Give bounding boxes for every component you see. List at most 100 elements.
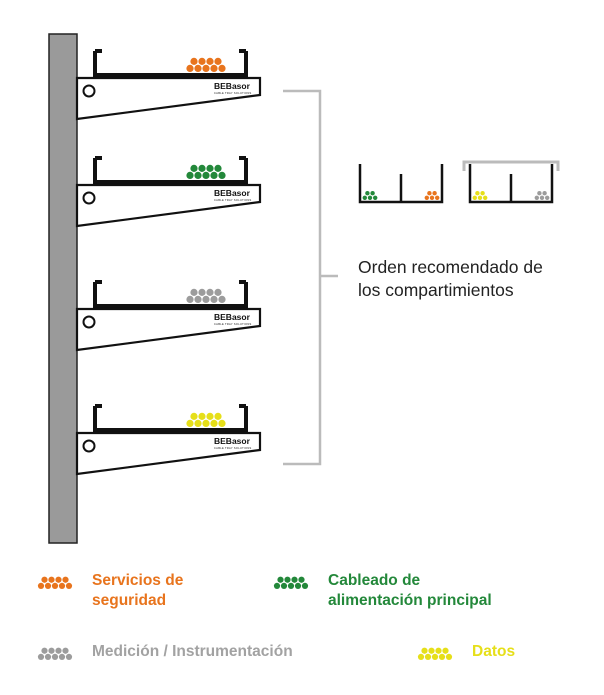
cable-bundle-measurement xyxy=(186,288,226,303)
cable-dot xyxy=(218,419,226,427)
cable-dot xyxy=(186,295,194,303)
legend-item-power: Cableado de alimentación principal xyxy=(270,571,492,611)
cable-dot xyxy=(190,412,198,420)
bolt-hole-icon xyxy=(82,439,96,453)
cable-dot xyxy=(214,164,222,172)
legend-item-measurement: Medición / Instrumentación xyxy=(34,642,293,662)
cable-dot xyxy=(277,576,284,583)
legend-label-security: Servicios de seguridad xyxy=(92,572,184,609)
cable-dot xyxy=(198,412,206,420)
cable-tray xyxy=(93,406,248,432)
cable-dot xyxy=(48,647,55,654)
cable-dot xyxy=(186,419,194,427)
basor-logo-tagline: CABLE TRAY SOLUTIONS xyxy=(214,198,252,202)
basor-logo: BEBasor xyxy=(214,188,251,198)
cable-dot xyxy=(365,191,370,196)
cable-dot xyxy=(194,419,202,427)
cable-dot xyxy=(210,295,218,303)
cable-dot xyxy=(198,57,206,65)
cable-dot xyxy=(210,64,218,72)
cable-dot xyxy=(291,576,298,583)
cable-dot xyxy=(202,295,210,303)
cable-dot xyxy=(186,171,194,179)
cable-dot xyxy=(190,288,198,296)
cable-dot xyxy=(65,582,73,589)
cable-dot xyxy=(284,576,291,583)
cable-dot xyxy=(483,195,488,200)
legend-item-data: Datos xyxy=(414,642,515,662)
cable-bundle-data xyxy=(186,412,226,427)
cable-dot xyxy=(542,191,547,196)
basor-logo: BEBasor xyxy=(214,312,251,322)
cable-dot xyxy=(202,419,210,427)
cable-dot xyxy=(58,582,66,589)
cable-bundle-data xyxy=(472,191,488,200)
cable-dot xyxy=(367,195,373,200)
cable-dot xyxy=(190,164,198,172)
cable-dot xyxy=(55,647,62,654)
cable-dot xyxy=(362,195,367,200)
legend-cable-dots xyxy=(37,576,73,589)
cable-bundle-power xyxy=(186,164,226,179)
cable-dot xyxy=(214,412,222,420)
cable-dot xyxy=(44,582,52,589)
legend-label-data: Datos xyxy=(472,643,516,660)
cable-dot xyxy=(280,582,288,589)
cantilever-arm xyxy=(75,183,262,228)
cable-dot xyxy=(480,191,485,196)
cable-dot xyxy=(432,191,437,196)
legend-item-security: Servicios de seguridad xyxy=(34,571,183,611)
cable-dot xyxy=(44,653,52,660)
legend-cable-dots xyxy=(417,647,453,660)
legend-cable-dots xyxy=(37,647,73,660)
cable-dot xyxy=(429,195,435,200)
cable-dot xyxy=(435,195,440,200)
bolt-hole-icon xyxy=(82,191,96,205)
cable-dot xyxy=(210,419,218,427)
cable-dot xyxy=(214,288,222,296)
cable-dot xyxy=(472,195,477,200)
cable-dot xyxy=(442,647,449,654)
cable-dot xyxy=(202,64,210,72)
cantilever-arm xyxy=(75,76,262,121)
cable-dot xyxy=(370,191,375,196)
cable-dot xyxy=(37,653,45,660)
grouping-bracket xyxy=(283,89,338,466)
cable-bundle-power xyxy=(362,191,378,200)
data-dots-icon xyxy=(417,647,453,660)
cable-dot xyxy=(428,647,435,654)
cable-dot xyxy=(65,653,73,660)
cable-dot xyxy=(435,647,442,654)
cable-dot xyxy=(48,576,55,583)
legend-label-power: Cableado de alimentación principal xyxy=(328,572,492,609)
cable-tray xyxy=(93,51,248,77)
tray-cover xyxy=(462,160,560,171)
basor-logo: BEBasor xyxy=(214,436,251,446)
cable-dot xyxy=(194,64,202,72)
compartment-tray xyxy=(358,164,444,204)
cable-bundle-security xyxy=(186,57,226,72)
cable-dot xyxy=(55,576,62,583)
cable-dot xyxy=(210,171,218,179)
cable-dot xyxy=(41,647,48,654)
cable-dot xyxy=(431,653,439,660)
basor-logo: BEBasor xyxy=(214,81,251,91)
bolt-hole-icon xyxy=(82,84,96,98)
cable-dot xyxy=(37,582,45,589)
cable-dot xyxy=(206,164,214,172)
basor-logo-tagline: CABLE TRAY SOLUTIONS xyxy=(214,446,252,450)
cable-dot xyxy=(62,647,69,654)
cable-dot xyxy=(190,57,198,65)
cable-dot xyxy=(206,57,214,65)
cable-dot xyxy=(301,582,309,589)
cable-dot xyxy=(51,582,59,589)
cable-dot xyxy=(294,582,302,589)
compartment-tray xyxy=(462,160,560,204)
legend-cable-dots xyxy=(273,576,309,589)
basor-logo-tagline: CABLE TRAY SOLUTIONS xyxy=(214,91,252,95)
